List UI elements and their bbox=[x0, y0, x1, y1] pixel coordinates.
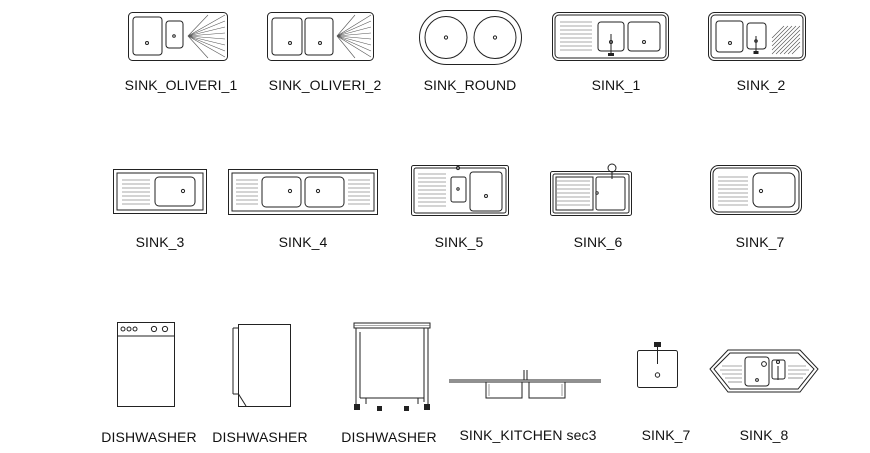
sink-7-small-symbol bbox=[637, 342, 679, 389]
sink-oliveri-2-symbol bbox=[267, 12, 374, 62]
sink-3-symbol bbox=[113, 169, 207, 214]
sink-4-label: SINK_4 bbox=[278, 234, 328, 250]
sink-3-block[interactable] bbox=[113, 169, 207, 214]
sink-7-small-label: SINK_7 bbox=[641, 427, 691, 443]
sink-kitchen-sec3-block[interactable] bbox=[449, 368, 601, 403]
sink-6-block[interactable] bbox=[550, 160, 632, 217]
sink-1-block[interactable] bbox=[552, 12, 669, 62]
dishwasher-1-symbol bbox=[117, 322, 175, 408]
sink-2-block[interactable] bbox=[708, 12, 806, 62]
dishwasher-3-block[interactable] bbox=[352, 322, 432, 412]
sink-5-symbol bbox=[411, 165, 509, 217]
dishwasher-3-symbol bbox=[352, 322, 432, 411]
dishwasher-2-label: DISHWASHER bbox=[212, 429, 308, 445]
sink-5-label: SINK_5 bbox=[434, 234, 484, 250]
sink-8-block[interactable] bbox=[708, 348, 820, 394]
sink-4-symbol bbox=[228, 169, 378, 216]
sink-4-block[interactable] bbox=[228, 169, 378, 216]
dishwasher-2-block[interactable] bbox=[232, 324, 292, 408]
sink-1-label: SINK_1 bbox=[591, 77, 641, 93]
sink-7-small-block[interactable] bbox=[637, 342, 679, 389]
dishwasher-2-symbol bbox=[232, 324, 292, 408]
sink-round-block[interactable] bbox=[419, 10, 522, 66]
sink-5-block[interactable] bbox=[411, 165, 509, 217]
dishwasher-3-label: DISHWASHER bbox=[341, 429, 437, 445]
sink-6-symbol bbox=[550, 160, 632, 217]
sink-oliveri-1-label: SINK_OLIVERI_1 bbox=[124, 77, 238, 93]
sink-6-label: SINK_6 bbox=[573, 234, 623, 250]
sink-kitchen-sec3-symbol bbox=[449, 368, 601, 403]
sink-8-label: SINK_8 bbox=[739, 427, 789, 443]
dishwasher-1-label: DISHWASHER bbox=[101, 429, 197, 445]
sink-round-symbol bbox=[419, 10, 522, 66]
sink-7-block[interactable] bbox=[710, 165, 802, 216]
sink-1-symbol bbox=[552, 12, 669, 62]
sink-2-label: SINK_2 bbox=[736, 77, 786, 93]
sink-3-label: SINK_3 bbox=[135, 234, 185, 250]
sink-kitchen-sec3-label: SINK_KITCHEN sec3 bbox=[459, 427, 597, 443]
sink-oliveri-1-symbol bbox=[128, 12, 228, 62]
sink-oliveri-1-block[interactable] bbox=[128, 12, 228, 62]
sink-oliveri-2-label: SINK_OLIVERI_2 bbox=[268, 77, 382, 93]
sink-7-label: SINK_7 bbox=[735, 234, 785, 250]
dishwasher-1-block[interactable] bbox=[117, 322, 175, 408]
sink-round-label: SINK_ROUND bbox=[423, 77, 517, 93]
sink-8-symbol bbox=[708, 348, 820, 394]
sink-2-symbol bbox=[708, 12, 806, 62]
sink-oliveri-2-block[interactable] bbox=[267, 12, 374, 62]
sink-7-symbol bbox=[710, 165, 802, 216]
